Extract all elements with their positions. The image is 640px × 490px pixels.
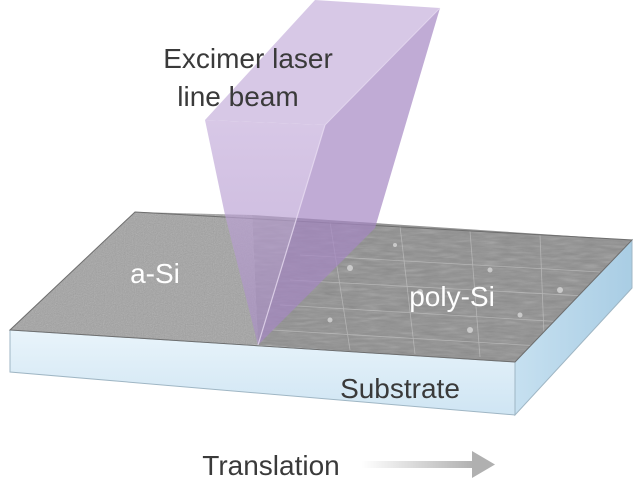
translation-arrow-icon <box>362 451 495 478</box>
substrate-label: Substrate <box>340 373 460 404</box>
beam-front-face <box>205 120 325 345</box>
translation-label: Translation <box>202 450 339 481</box>
laser-beam <box>205 0 441 346</box>
film-top-outline <box>8 211 634 363</box>
asi-label: a-Si <box>130 258 180 289</box>
beam-top-face <box>205 0 440 125</box>
beam-label-line2: line beam <box>177 81 298 112</box>
polysi-label: poly-Si <box>409 281 495 312</box>
beam-side-face <box>258 8 440 345</box>
beam-label-line1: Excimer laser <box>163 43 333 74</box>
